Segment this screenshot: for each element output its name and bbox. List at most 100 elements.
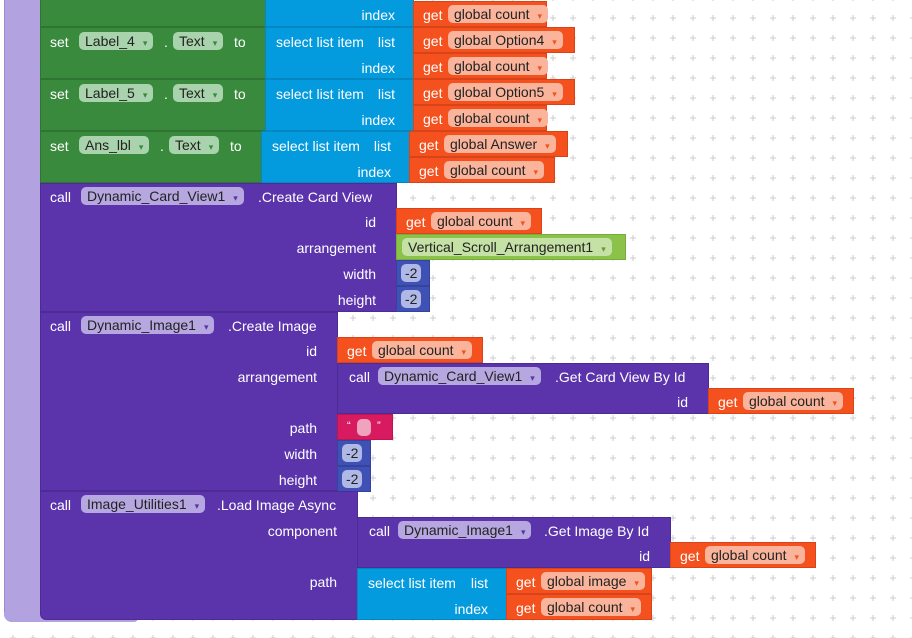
number-value[interactable]: -2: [401, 290, 422, 308]
arrangement-label: arrangement: [237, 369, 317, 385]
list-label: list: [470, 575, 488, 591]
get-label: get: [423, 85, 443, 101]
variable-dropdown[interactable]: global count▾: [372, 341, 473, 359]
get-label: get: [423, 59, 443, 75]
create-image-block[interactable]: call Dynamic_Image1▾ .Create Image id ar…: [40, 312, 338, 491]
component-dropdown[interactable]: Image_Utilities1▾: [81, 495, 206, 513]
id-label: id: [639, 548, 650, 564]
get-global-count[interactable]: get global count▾: [413, 53, 549, 79]
index-label: index: [361, 7, 395, 23]
get-global-image[interactable]: get global image▾: [506, 568, 652, 594]
variable-dropdown[interactable]: global count▾: [705, 546, 806, 564]
number-block[interactable]: -2: [337, 466, 371, 492]
dot: .: [164, 34, 168, 50]
id-label: id: [677, 394, 688, 410]
get-image-by-id-block[interactable]: call Dynamic_Image1▾ .Get Image By Id id: [357, 517, 671, 568]
close-quote: ”: [377, 420, 381, 432]
variable-dropdown[interactable]: global count▾: [448, 109, 549, 127]
component-dropdown[interactable]: Dynamic_Image1▾: [398, 521, 532, 539]
create-card-view-block[interactable]: call Dynamic_Card_View1▾ .Create Card Vi…: [40, 183, 397, 312]
property-dropdown[interactable]: Text▾: [169, 136, 220, 154]
component-label: component: [267, 523, 337, 539]
method-label: .Get Image By Id: [544, 523, 650, 539]
get-global-count[interactable]: get global count▾: [708, 388, 854, 414]
dot: .: [164, 86, 168, 102]
get-global-option5[interactable]: get global Option5▾: [413, 79, 575, 105]
component-dropdown[interactable]: Dynamic_Card_View1▾: [378, 367, 541, 385]
variable-dropdown[interactable]: global count▾: [541, 598, 642, 616]
get-global-answer[interactable]: get global Answer▾: [409, 131, 568, 157]
set-label5-block[interactable]: set Label_5▾ . Text▾ to: [40, 79, 266, 131]
component-dropdown[interactable]: Dynamic_Image1▾: [81, 316, 215, 334]
get-global-option4[interactable]: get global Option4▾: [413, 27, 575, 53]
get-global-count[interactable]: get global count▾: [506, 594, 652, 620]
load-image-async-block[interactable]: call Image_Utilities1▾ .Load Image Async…: [40, 491, 358, 620]
get-global-count[interactable]: get global count▾: [413, 105, 549, 131]
variable-dropdown[interactable]: global Option4▾: [448, 31, 563, 49]
component-dropdown[interactable]: Ans_lbl▾: [79, 136, 150, 154]
get-label: get: [419, 137, 439, 153]
variable-dropdown[interactable]: global count▾: [444, 161, 545, 179]
number-block[interactable]: -2: [396, 260, 430, 286]
open-quote: “: [347, 420, 351, 432]
variable-dropdown[interactable]: global count▾: [448, 57, 549, 75]
method-label: .Create Card View: [258, 189, 373, 205]
select-list-item-label: select list item: [368, 575, 456, 591]
select-list-item-block[interactable]: select list item list index: [265, 27, 414, 79]
variable-dropdown[interactable]: global count▾: [743, 392, 844, 410]
property-dropdown[interactable]: Text▾: [173, 32, 224, 50]
get-global-count[interactable]: get global count▾: [670, 542, 816, 568]
text-string-block[interactable]: “ ”: [337, 414, 393, 440]
variable-dropdown[interactable]: global Option5▾: [448, 83, 563, 101]
set-block-partial[interactable]: [40, 0, 266, 27]
variable-dropdown[interactable]: global count▾: [448, 5, 549, 23]
arrangement-component-block[interactable]: Vertical_Scroll_Arrangement1▾: [396, 234, 626, 260]
component-dropdown[interactable]: Dynamic_Card_View1▾: [81, 187, 244, 205]
method-label: .Get Card View By Id: [555, 369, 686, 385]
set-label: set: [50, 34, 69, 50]
text-value[interactable]: [357, 419, 371, 436]
number-value[interactable]: -2: [401, 264, 422, 282]
event-block-frame[interactable]: [4, 0, 40, 622]
select-list-item-block[interactable]: select list item list index: [265, 79, 414, 131]
width-label: width: [343, 266, 376, 282]
number-block[interactable]: -2: [337, 440, 371, 466]
variable-dropdown[interactable]: global Answer▾: [444, 135, 556, 153]
select-list-item-block[interactable]: select list item list index: [357, 568, 507, 620]
get-global-count[interactable]: get global count▾: [396, 208, 542, 234]
width-label: width: [284, 446, 317, 462]
select-list-item-block[interactable]: select list item list index: [261, 131, 410, 183]
get-label: get: [347, 343, 367, 359]
number-block[interactable]: -2: [396, 286, 430, 312]
get-global-count[interactable]: get global count▾: [337, 337, 483, 363]
select-list-item-label: select list item: [276, 86, 364, 102]
call-label: call: [50, 497, 72, 513]
number-value[interactable]: -2: [342, 470, 363, 488]
number-value[interactable]: -2: [342, 444, 363, 462]
property-dropdown[interactable]: Text▾: [173, 84, 224, 102]
get-global-count[interactable]: get global count▾: [413, 1, 549, 27]
call-label: call: [369, 523, 391, 539]
list-label: list: [373, 138, 391, 154]
method-label: .Create Image: [228, 318, 317, 334]
variable-dropdown[interactable]: global image▾: [541, 572, 645, 590]
list-label: list: [377, 34, 395, 50]
arrangement-dropdown[interactable]: Vertical_Scroll_Arrangement1▾: [402, 238, 612, 256]
call-label: call: [349, 369, 371, 385]
path-label: path: [309, 574, 337, 590]
component-dropdown[interactable]: Label_4▾: [79, 32, 154, 50]
to-label: to: [234, 86, 246, 102]
variable-dropdown[interactable]: global count▾: [431, 212, 532, 230]
set-label4-block[interactable]: set Label_4▾ . Text▾ to: [40, 27, 266, 79]
index-label: index: [361, 60, 395, 76]
get-card-view-by-id-block[interactable]: call Dynamic_Card_View1▾ .Get Card View …: [337, 363, 709, 414]
dot: .: [160, 138, 164, 154]
select-list-item-partial[interactable]: index: [265, 0, 414, 27]
get-global-count[interactable]: get global count▾: [409, 157, 555, 183]
to-label: to: [230, 138, 242, 154]
call-label: call: [50, 318, 72, 334]
set-ans-lbl-block[interactable]: set Ans_lbl▾ . Text▾ to: [40, 131, 262, 183]
get-label: get: [423, 7, 443, 23]
select-list-item-label: select list item: [272, 138, 360, 154]
component-dropdown[interactable]: Label_5▾: [79, 84, 154, 102]
